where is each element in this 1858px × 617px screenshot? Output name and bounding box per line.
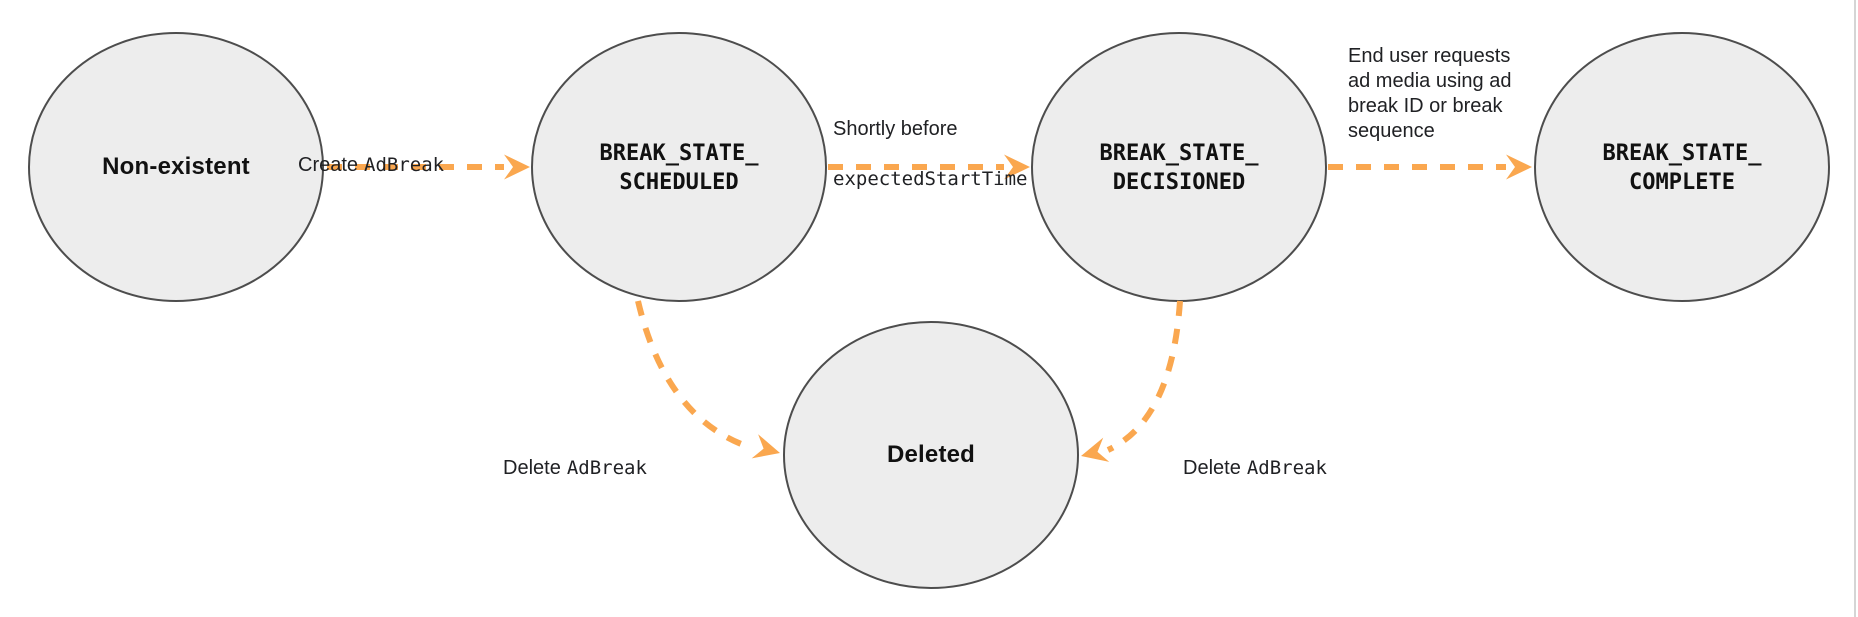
transition-label-code: AdBreak: [566, 457, 647, 479]
state-node-break-state-scheduled: [531, 32, 827, 302]
state-node-break-state-complete: [1534, 32, 1830, 302]
state-node-break-state-decisioned: [1031, 32, 1327, 302]
transition-label-code: AdBreak: [364, 154, 445, 176]
state-node-deleted: [783, 321, 1079, 589]
arrowhead-delete-adbreak-right-icon: [1081, 437, 1110, 462]
transition-label-text: Delete: [1183, 457, 1241, 479]
transition-label-code: expectedStartTime: [833, 168, 1028, 190]
transition-label-shortly-before: Shortly before expectedStartTime: [833, 92, 1027, 217]
arrowhead-delete-adbreak-left-icon: [751, 434, 780, 459]
transition-label-end-user-requests: End user requests ad media using ad brea…: [1348, 45, 1512, 142]
arrow-delete-adbreak-left: [635, 300, 753, 451]
transition-label-code: AdBreak: [1246, 457, 1327, 479]
state-node-non-existent: [28, 32, 324, 302]
transition-label-text: Delete: [503, 457, 561, 479]
transition-label-text: Shortly before: [833, 118, 958, 140]
arrowhead-end-user-requests-icon: [1506, 154, 1532, 180]
transition-label-text: Create: [298, 154, 359, 176]
arrow-delete-adbreak-right: [1106, 300, 1183, 453]
arrowhead-shortly-before-icon: [1004, 154, 1030, 180]
arrowhead-create-adbreak-icon: [504, 154, 530, 180]
